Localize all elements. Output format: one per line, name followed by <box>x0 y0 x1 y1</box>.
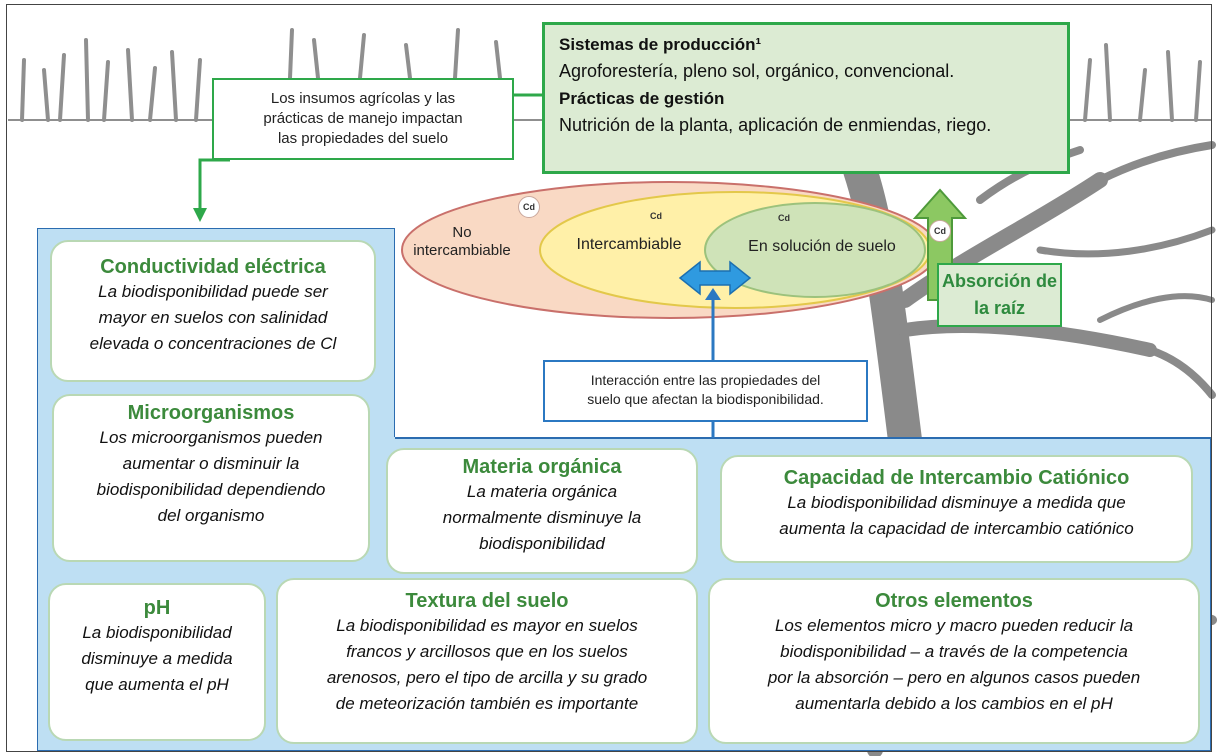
cd-badge: Cd <box>929 220 951 242</box>
card-text-line: aumentar o disminuir la <box>122 454 300 473</box>
cd-badge: Cd <box>518 196 540 218</box>
card-text-line: biodisponibilidad dependiendo <box>96 480 326 499</box>
production-heading: Sistemas de producción¹ <box>559 35 762 54</box>
card-text-line: de meteorización también es importante <box>335 694 639 713</box>
card-text-line: biodisponibilidad – a través de la compe… <box>780 642 1128 661</box>
card-text-line: francos y arcillosos que en los suelos <box>346 642 628 661</box>
card-text-line: biodisponibilidad <box>479 534 605 553</box>
card-title: Conductividad eléctrica <box>100 256 326 278</box>
card-text-line: La biodisponibilidad <box>82 623 232 642</box>
interaction-note-line: suelo que afectan la biodisponibilidad. <box>587 391 824 407</box>
card-text-line: normalmente disminuye la <box>442 508 642 527</box>
card-text-line: Los microorganismos pueden <box>99 428 323 447</box>
card-text-line: por la absorción – pero en algunos casos… <box>767 668 1141 687</box>
card-title: Microorganismos <box>127 402 295 424</box>
inputs-impact-note: Los insumos agrícolas y las prácticas de… <box>212 78 514 160</box>
card-other-elements: Otros elementos Los elementos micro y ma… <box>708 578 1200 744</box>
card-organic-matter: Materia orgánica La materia orgánica nor… <box>386 448 698 574</box>
card-soil-texture: Textura del suelo La biodisponibilidad e… <box>276 578 698 744</box>
card-cation-exchange-capacity: Capacidad de Intercambio Catiónico La bi… <box>720 455 1193 563</box>
card-text-line: aumenta la capacidad de intercambio cati… <box>779 519 1134 538</box>
exchangeable-label: Intercambiable <box>576 236 682 253</box>
inputs-note-line: las propiedades del suelo <box>277 130 449 147</box>
grass-stems <box>20 28 1202 122</box>
card-title: pH <box>143 597 171 619</box>
cd-badge: Cd <box>778 213 790 223</box>
pool-label-line: intercambiable <box>413 242 511 259</box>
interaction-note-line: Interacción entre las propiedades del <box>590 372 821 388</box>
non-exchangeable-label: No intercambiable <box>400 224 524 260</box>
inputs-note-line: prácticas de manejo impactan <box>263 110 463 127</box>
root-uptake-line: la raíz <box>973 298 1026 318</box>
cd-badge: Cd <box>650 211 662 221</box>
management-text: Nutrición de la planta, aplicación de en… <box>559 115 992 135</box>
card-text-line: La materia orgánica <box>466 482 618 501</box>
frame-border <box>6 4 1212 752</box>
card-title: Textura del suelo <box>405 590 569 612</box>
pool-label-line: No <box>452 224 472 241</box>
card-text-line: mayor en suelos con salinidad <box>98 308 328 327</box>
card-text-line: elevada o concentraciones de Cl <box>89 334 337 353</box>
card-electrical-conductivity: Conductividad eléctrica La biodisponibil… <box>50 240 376 382</box>
interaction-note: Interacción entre las propiedades del su… <box>543 360 868 422</box>
solution-label: En solución de suelo <box>748 238 896 255</box>
card-text-line: Los elementos micro y macro pueden reduc… <box>774 616 1134 635</box>
card-title: Capacidad de Intercambio Catiónico <box>783 467 1130 489</box>
card-text-line: La biodisponibilidad disminuye a medida … <box>787 493 1126 512</box>
card-text-line: La biodisponibilidad puede ser <box>98 282 328 301</box>
card-text-line: aumentarla debido a los cambios en el pH <box>795 694 1113 713</box>
card-text-line: del organismo <box>157 506 265 525</box>
panel-edge <box>395 437 1211 439</box>
root-uptake-box: Absorción de la raíz <box>937 263 1062 327</box>
card-title: Materia orgánica <box>462 456 622 478</box>
card-text-line: La biodisponibilidad es mayor en suelos <box>336 616 638 635</box>
production-systems-box: Sistemas de producción¹ Agroforestería, … <box>542 22 1070 174</box>
card-text-line: arenosos, pero el tipo de arcilla y su g… <box>326 668 648 687</box>
card-text-line: disminuye a medida <box>81 649 233 668</box>
management-heading: Prácticas de gestión <box>559 89 725 108</box>
card-text-line: que aumenta el pH <box>85 675 229 694</box>
production-text: Agroforestería, pleno sol, orgánico, con… <box>559 61 955 81</box>
card-microorganisms: Microorganismos Los microorganismos pued… <box>52 394 370 562</box>
root-uptake-line: Absorción de <box>941 271 1057 291</box>
card-ph: pH La biodisponibilidad disminuye a medi… <box>48 583 266 741</box>
card-title: Otros elementos <box>875 590 1033 612</box>
inputs-note-line: Los insumos agrícolas y las <box>270 90 456 107</box>
